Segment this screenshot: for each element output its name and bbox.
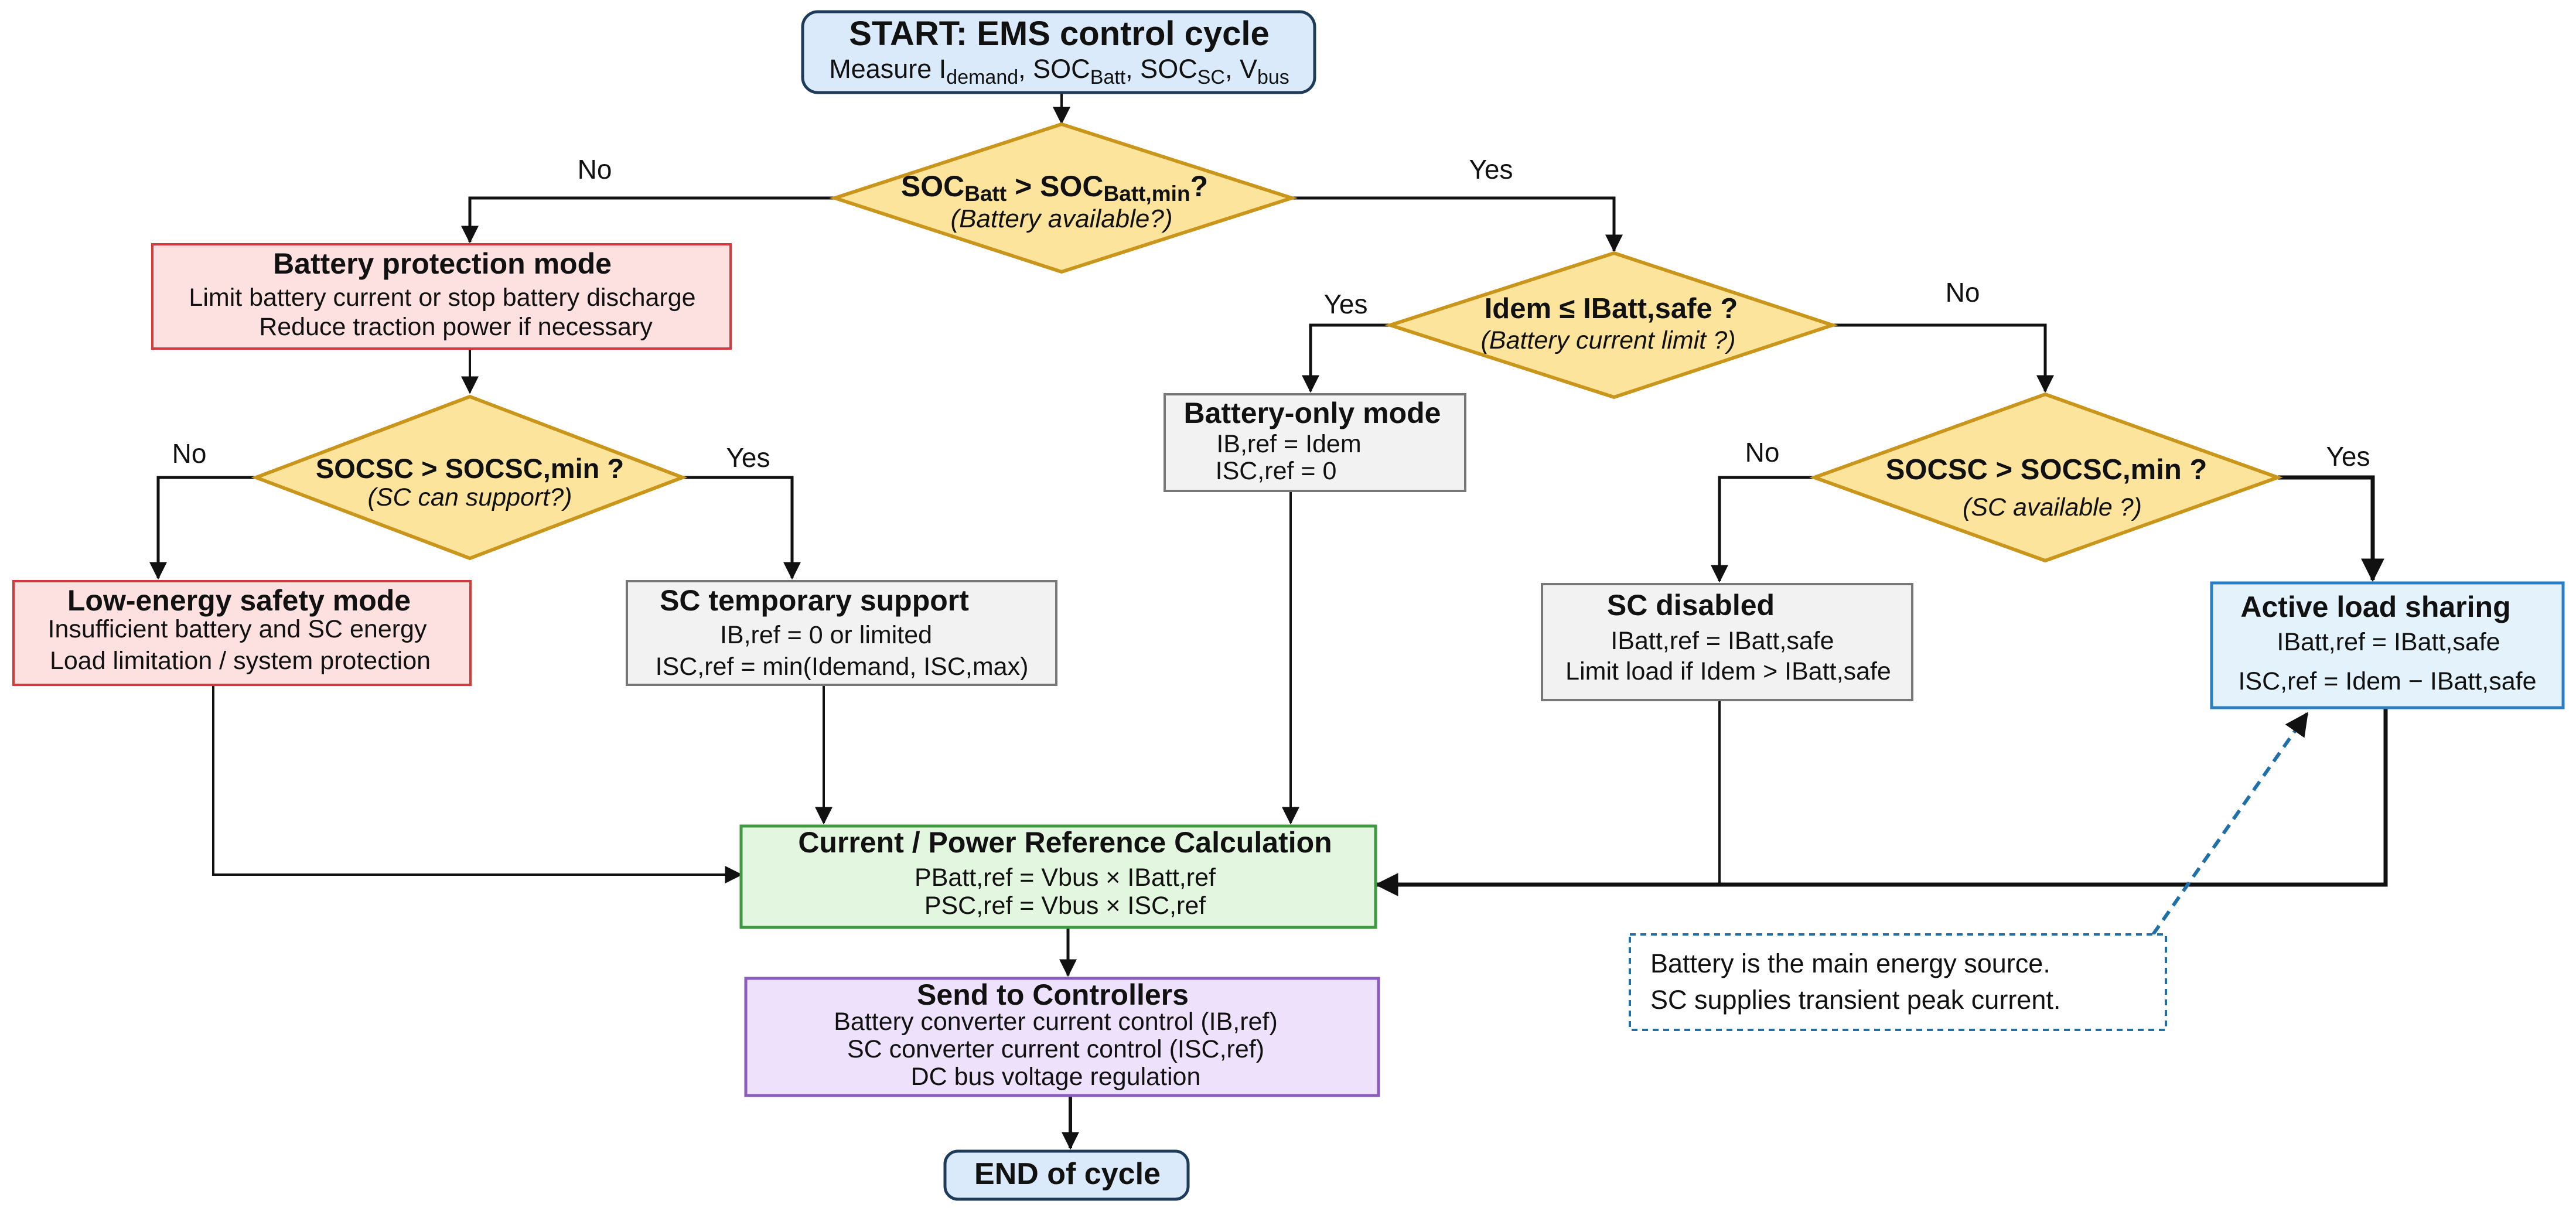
start-node: START: EMS control cycle Measure Idemand…	[801, 10, 1316, 94]
decision-sc-support: SOCSC > SOCSC,min ? (SC can support?)	[251, 394, 688, 561]
low-energy-box	[12, 580, 472, 686]
low-energy-line1: Insufficient battery and SC energy	[48, 615, 427, 643]
arrow-battery-no	[461, 196, 835, 244]
battery-only-line1: IB,ref = Idem	[1216, 430, 1361, 458]
end-title: END of cycle	[974, 1157, 1161, 1191]
active-sharing-node: Active load sharing IBatt,ref = IBatt,sa…	[2210, 581, 2565, 709]
decision-sc-support-question: SOCSC > SOCSC,min ?	[316, 453, 624, 484]
label-sc-available-no: No	[1745, 437, 1780, 467]
sc-temp-support-title: SC temporary support	[660, 584, 969, 617]
active-sharing-box	[2210, 581, 2565, 709]
battery-protection-line2: Reduce traction power if necessary	[259, 313, 653, 341]
send-title: Send to Controllers	[917, 978, 1189, 1011]
decision-sc-support-diamond	[251, 394, 688, 561]
sc-temp-support-box	[626, 580, 1057, 686]
sc-disabled-box	[1541, 583, 1913, 701]
low-energy-node: Low-energy safety mode Insufficient batt…	[12, 580, 472, 686]
arrow-sc-available-no	[1711, 476, 1814, 583]
note-line2: SC supplies transient peak current.	[1650, 985, 2060, 1015]
decision-sc-available-diamond	[1809, 392, 2283, 563]
calc-line1: PBatt,ref = Vbus × IBatt,ref	[915, 864, 1216, 892]
decision-sc-available-question: SOCSC > SOCSC,min ?	[1886, 454, 2207, 486]
battery-only-node: Battery-only mode IB,ref = Idem ISC,ref …	[1164, 393, 1466, 492]
decision-sc-support-subtitle: (SC can support?)	[368, 483, 572, 511]
sc-disabled-node: SC disabled IBatt,ref = IBatt,safe Limit…	[1541, 583, 1913, 701]
start-box	[801, 10, 1316, 94]
battery-protection-node: Battery protection mode Limit battery cu…	[151, 243, 732, 350]
start-title: START: EMS control cycle	[849, 15, 1270, 53]
arrow-sc-support-no	[149, 476, 256, 580]
arrow-current-yes	[1302, 323, 1390, 393]
low-energy-line2: Load limitation / system protection	[50, 647, 431, 675]
sc-temp-support-node: SC temporary support IB,ref = 0 or limit…	[626, 580, 1057, 686]
calc-title: Current / Power Reference Calculation	[798, 826, 1332, 859]
note-line1: Battery is the main energy source.	[1650, 948, 2050, 978]
sc-temp-support-line2: ISC,ref = min(Idemand, ISC,max)	[656, 653, 1029, 681]
sc-disabled-line1: IBatt,ref = IBatt,safe	[1611, 627, 1834, 655]
decision-battery-available: SOCBatt > SOCBatt,min? (Battery availabl…	[829, 122, 1298, 274]
active-sharing-line2: ISC,ref = Idem − IBatt,safe	[2238, 667, 2536, 695]
battery-protection-box	[151, 243, 732, 350]
arrow-low-energy-to-calc	[212, 684, 743, 883]
start-measurements: Measure Idemand, SOCBatt, SOCSC, Vbus	[829, 54, 1289, 88]
arrow-current-no	[1833, 323, 2054, 393]
label-battery-yes: Yes	[1469, 154, 1513, 185]
decision-sc-available-subtitle: (SC available ?)	[1963, 493, 2142, 521]
decision-current-question: Idem ≤ IBatt,safe ?	[1485, 293, 1738, 325]
calc-box	[739, 824, 1377, 929]
calc-node: Current / Power Reference Calculation PB…	[739, 824, 1377, 929]
calc-line2: PSC,ref = Vbus × ISC,ref	[924, 892, 1206, 920]
battery-only-box	[1164, 393, 1466, 492]
label-sc-support-no: No	[172, 438, 207, 469]
note-box	[1629, 933, 2167, 1031]
label-battery-no: No	[578, 154, 612, 185]
send-line1: Battery converter current control (IB,re…	[834, 1008, 1278, 1036]
active-sharing-title: Active load sharing	[2240, 591, 2510, 623]
decision-current-subtitle: (Battery current limit ?)	[1481, 326, 1736, 354]
label-sc-support-yes: Yes	[726, 442, 770, 473]
connectors	[149, 93, 2388, 1150]
battery-only-line2: ISC,ref = 0	[1216, 457, 1337, 485]
low-energy-title: Low-energy safety mode	[67, 584, 411, 617]
send-line2: SC converter current control (ISC,ref)	[847, 1035, 1264, 1063]
note-pointer-dashed	[2151, 712, 2309, 936]
label-sc-available-yes: Yes	[2326, 441, 2370, 472]
end-box	[943, 1149, 1190, 1201]
decision-battery-diamond	[829, 122, 1298, 274]
sc-disabled-line2: Limit load if Idem > IBatt,safe	[1565, 657, 1891, 685]
arrow-sc-available-yes	[2278, 475, 2384, 582]
send-box	[744, 977, 1380, 1097]
battery-protection-line1: Limit battery current or stop battery di…	[189, 284, 695, 312]
decision-sc-available: SOCSC > SOCSC,min ? (SC available ?)	[1809, 392, 2283, 563]
label-current-yes: Yes	[1323, 289, 1367, 319]
decision-current-limit: Idem ≤ IBatt,safe ? (Battery current lim…	[1384, 251, 1838, 400]
arrow-battery-yes	[1292, 196, 1623, 252]
battery-only-title: Battery-only mode	[1184, 397, 1441, 429]
arrow-active-sharing-to-calc	[1374, 709, 2388, 896]
sc-temp-support-line1: IB,ref = 0 or limited	[720, 621, 932, 649]
active-sharing-line1: IBatt,ref = IBatt,safe	[2277, 628, 2500, 656]
end-node: END of cycle	[943, 1149, 1190, 1201]
send-node: Send to Controllers Battery converter cu…	[744, 977, 1380, 1097]
decision-battery-subtitle: (Battery available?)	[950, 204, 1172, 233]
decision-battery-question: SOCBatt > SOCBatt,min?	[901, 170, 1208, 206]
note-callout: Battery is the main energy source. SC su…	[1629, 933, 2167, 1031]
battery-protection-title: Battery protection mode	[273, 247, 612, 280]
sc-disabled-title: SC disabled	[1607, 589, 1775, 622]
decision-current-diamond	[1384, 251, 1838, 400]
label-current-no: No	[1946, 277, 1980, 308]
send-line3: DC bus voltage regulation	[911, 1063, 1201, 1091]
arrow-sc-support-yes	[683, 476, 801, 580]
